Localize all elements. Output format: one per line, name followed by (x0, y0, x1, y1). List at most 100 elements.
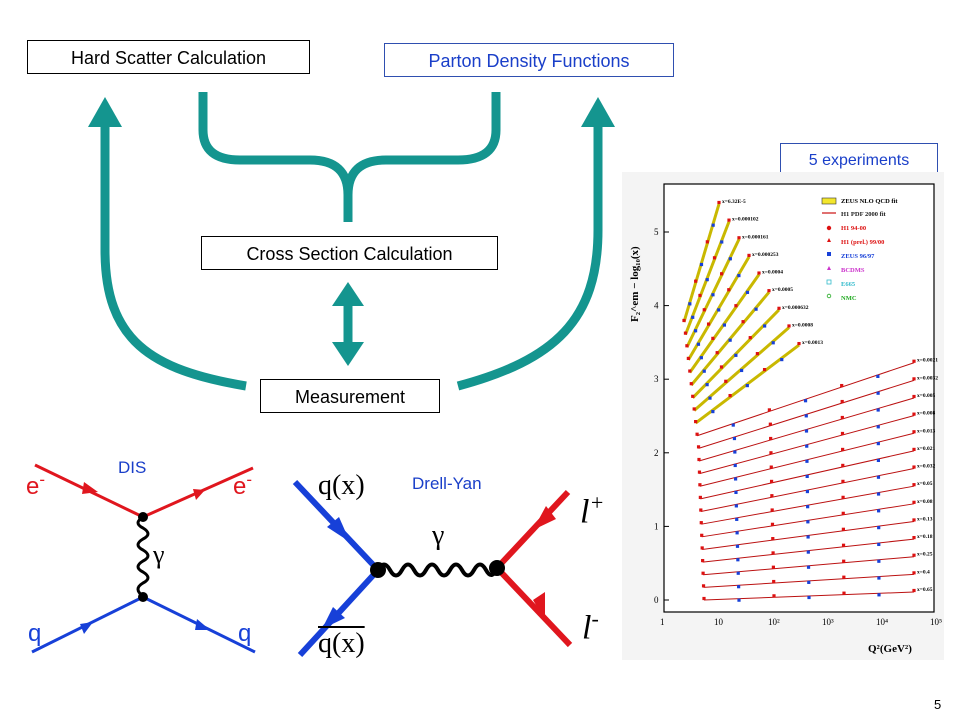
x-bin-label: x=0.13 (917, 516, 933, 522)
data-point (797, 341, 801, 346)
dis-photon-label: γ (153, 540, 165, 569)
data-point (842, 575, 846, 579)
x-tick-label: 10 (714, 617, 724, 627)
left-arrow-head (88, 97, 122, 127)
data-point (842, 559, 846, 563)
left-curve-arrow (100, 125, 247, 391)
data-point (745, 290, 750, 294)
legend-h1-9400: H1 94-00 (841, 225, 866, 232)
data-point (804, 414, 808, 418)
data-point (694, 419, 698, 424)
data-point (711, 409, 715, 414)
right-curve-arrow (456, 125, 603, 391)
data-point (691, 394, 695, 398)
data-point (735, 544, 740, 548)
x-bin-label: x=0.18 (917, 534, 933, 540)
x-bin-label: x=0.25 (917, 552, 933, 558)
brace (198, 92, 501, 222)
data-point (805, 474, 809, 479)
data-point (754, 307, 758, 311)
data-point (727, 288, 731, 292)
data-point (912, 359, 916, 363)
data-point (769, 451, 773, 455)
data-point (699, 508, 703, 512)
data-point (912, 535, 916, 540)
data-point (686, 356, 690, 361)
data-point (807, 580, 811, 584)
dy-antiquark-label: q(x) (318, 628, 365, 659)
data-point (805, 459, 809, 463)
x-bin-label: x=0.021 (917, 446, 936, 452)
data-point (737, 598, 741, 602)
x-bin-label: x=0.000161 (742, 234, 769, 240)
x-bin-label: x=0.65 (917, 587, 933, 593)
data-point (737, 585, 741, 589)
data-point (876, 475, 881, 479)
data-point (705, 278, 709, 282)
data-point (702, 596, 706, 601)
data-point (841, 479, 845, 483)
data-point (772, 579, 776, 584)
data-point (735, 531, 739, 535)
data-point (767, 408, 771, 412)
dy-lminus-label: l- (582, 606, 599, 647)
data-point (735, 517, 739, 521)
x-bin-label: x=0.005 (917, 393, 936, 399)
legend-h1-fit: H1 PDF 2000 fit (841, 211, 887, 218)
data-point (701, 558, 705, 563)
data-point (769, 436, 773, 441)
data-point (728, 393, 732, 398)
x-tick-label: 10⁴ (876, 617, 888, 627)
data-point (720, 240, 724, 244)
data-point (701, 584, 706, 588)
data-point (877, 559, 881, 563)
data-point (841, 495, 845, 499)
data-point (770, 508, 774, 512)
data-point (682, 318, 686, 323)
y-tick-label: 2 (654, 448, 659, 458)
dis-e-in-label: e- (26, 470, 46, 500)
x-tick-label: 10⁵ (930, 617, 942, 627)
measurement-box: Measurement (260, 379, 440, 413)
data-point (807, 595, 811, 600)
data-point (717, 200, 721, 205)
data-point (700, 546, 704, 550)
data-point (841, 543, 846, 547)
y-tick-label: 3 (654, 374, 659, 384)
x-bin-label: x=0.0021 (917, 358, 938, 364)
data-point (771, 341, 775, 345)
data-point (747, 253, 751, 258)
legend-nmc: NMC (841, 295, 857, 302)
x-bin-label: x=0.0005 (772, 287, 793, 293)
data-point (689, 382, 693, 386)
data-point (772, 594, 776, 598)
y-tick-label: 4 (654, 301, 659, 311)
data-point (688, 369, 692, 373)
x-bin-label: x=0.032 (917, 464, 936, 470)
dy-title: Drell-Yan (412, 474, 482, 493)
data-point (806, 505, 810, 509)
y-tick-label: 1 (654, 521, 659, 531)
data-point (692, 407, 696, 411)
data-point (685, 344, 689, 348)
data-point (691, 315, 695, 319)
data-point (841, 527, 845, 531)
y-tick-label: 5 (654, 227, 659, 237)
data-point (699, 262, 704, 267)
page-number: 5 (934, 697, 942, 712)
dy-lepton-plus (494, 489, 571, 571)
data-point (727, 218, 731, 222)
data-point (717, 308, 721, 312)
data-point (769, 465, 773, 469)
dis-q-in-label: q (28, 620, 42, 647)
data-point (771, 551, 775, 555)
data-point (696, 445, 701, 449)
data-point (737, 236, 741, 240)
data-point (771, 565, 775, 569)
data-point (770, 494, 774, 498)
legend-bcdms: BCDMS (841, 267, 865, 274)
data-point (912, 500, 916, 504)
data-point (912, 518, 916, 522)
